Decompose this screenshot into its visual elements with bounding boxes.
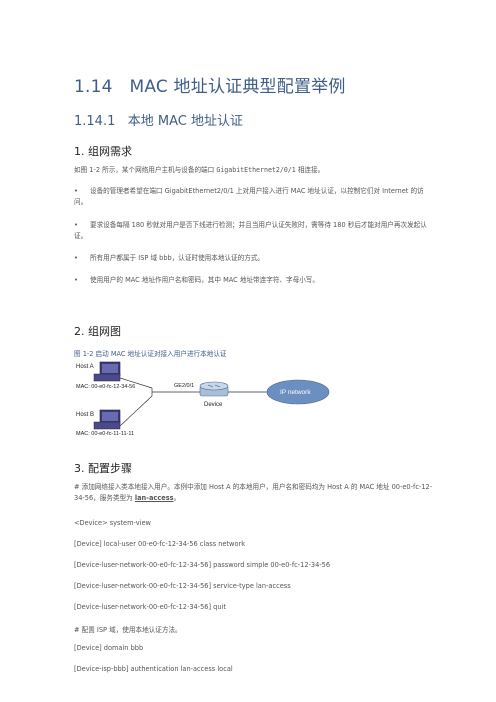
port-label: GE2/0/1	[174, 383, 194, 389]
heading-1: 1.14 MAC 地址认证典型配置举例	[74, 72, 346, 97]
intro-text: 如图 1-2 所示，某个网络用户主机与设备的端口	[74, 166, 217, 174]
comment-1-keyword: lan-access	[134, 494, 174, 502]
comment-1: # 添加网络接入类本地接入用户。本例中添加 Host A 的本地用户，用户名和密…	[74, 482, 434, 504]
command-line: <Device> system-view	[74, 519, 151, 527]
bullet-text: 设备的管理者希望在端口 GigabitEthernet2/0/1 上对用户接入进…	[74, 187, 424, 206]
host-a-mac: MAC: 00-e0-fc-12-34-56	[76, 384, 135, 390]
ip-network-cloud-icon	[266, 379, 330, 405]
section-1-intro: 如图 1-2 所示，某个网络用户主机与设备的端口 GigabitEthernet…	[74, 165, 324, 176]
heading-2: 1.14.1 本地 MAC 地址认证	[74, 110, 243, 129]
comment-2: # 配置 ISP 域，使用本地认证方法。	[74, 626, 182, 634]
bullet-dot: •	[74, 221, 78, 229]
bullet-3: • 所有用户都属于 ISP 域 bbb，认证时使用本地认证的方式。	[74, 253, 430, 264]
host-b-computer-icon	[93, 409, 121, 430]
section-3-title: 3. 配置步骤	[74, 462, 132, 475]
heading-1-title: MAC 地址认证典型配置举例	[129, 77, 346, 97]
link-host-b	[119, 395, 153, 427]
intro-port: GigabitEthernet2/0/1	[216, 166, 296, 174]
comment-1-text: # 添加网络接入类本地接入用户。本例中添加 Host A 的本地用户，用户名和密…	[74, 483, 433, 502]
heading-2-number: 1.14.1	[74, 114, 116, 129]
command-line: [Device] local-user 00-e0-fc-12-34-56 cl…	[74, 540, 246, 548]
command-line: [Device-isp-bbb] authentication lan-acce…	[74, 665, 233, 673]
bullet-text: 要求设备每隔 180 秒就对用户是否下线进行检测；并且当用户认证失败时，需等待 …	[74, 221, 427, 240]
intro-text-end: 相连接。	[295, 166, 325, 174]
device-label: Device	[204, 402, 223, 408]
heading-2-title: 本地 MAC 地址认证	[127, 114, 243, 129]
figure-caption: 图 1-2 启动 MAC 地址认证对接入用户进行本地认证	[74, 350, 227, 358]
link-host-a	[119, 377, 153, 389]
bullet-dot: •	[74, 276, 78, 284]
command-line: [Device-luser-network-00-e0-fc-12-34-56]…	[74, 582, 291, 590]
command-line: [Device] domain bbb	[74, 644, 144, 652]
host-a-computer-icon	[93, 361, 121, 382]
bullet-dot: •	[74, 187, 78, 195]
bullet-1: •设备的管理者希望在端口 GigabitEthernet2/0/1 上对用户接入…	[74, 186, 430, 208]
network-label: IP network	[280, 389, 311, 396]
host-a-label: Host A	[76, 364, 94, 370]
section-1-title: 1. 组网需求	[74, 145, 132, 158]
device-switch-icon	[199, 381, 229, 397]
host-b-mac: MAC: 00-e0-fc-11-11-11	[76, 431, 134, 437]
bullet-2: •要求设备每隔 180 秒就对用户是否下线进行检测；并且当用户认证失败时，需等待…	[74, 220, 430, 242]
bullet-dot: •	[74, 254, 78, 262]
bullet-text: 使用用户的 MAC 地址作用户名和密码，其中 MAC 地址带连字符、字母小写。	[90, 276, 319, 284]
command-line: [Device-luser-network-00-e0-fc-12-34-56]…	[74, 603, 226, 611]
host-b-label: Host B	[76, 412, 94, 418]
bullet-text: 所有用户都属于 ISP 域 bbb，认证时使用本地认证的方式。	[90, 254, 265, 262]
heading-1-number: 1.14	[74, 77, 113, 97]
bullet-4: • 使用用户的 MAC 地址作用户名和密码，其中 MAC 地址带连字符、字母小写。	[74, 275, 430, 286]
command-line: [Device-luser-network-00-e0-fc-12-34-56]…	[74, 561, 331, 569]
section-2-title: 2. 组网图	[74, 325, 121, 338]
network-diagram: Host A MAC: 00-e0-fc-12-34-56 Host B MAC…	[76, 361, 330, 437]
comment-1-end: 。	[173, 494, 181, 502]
